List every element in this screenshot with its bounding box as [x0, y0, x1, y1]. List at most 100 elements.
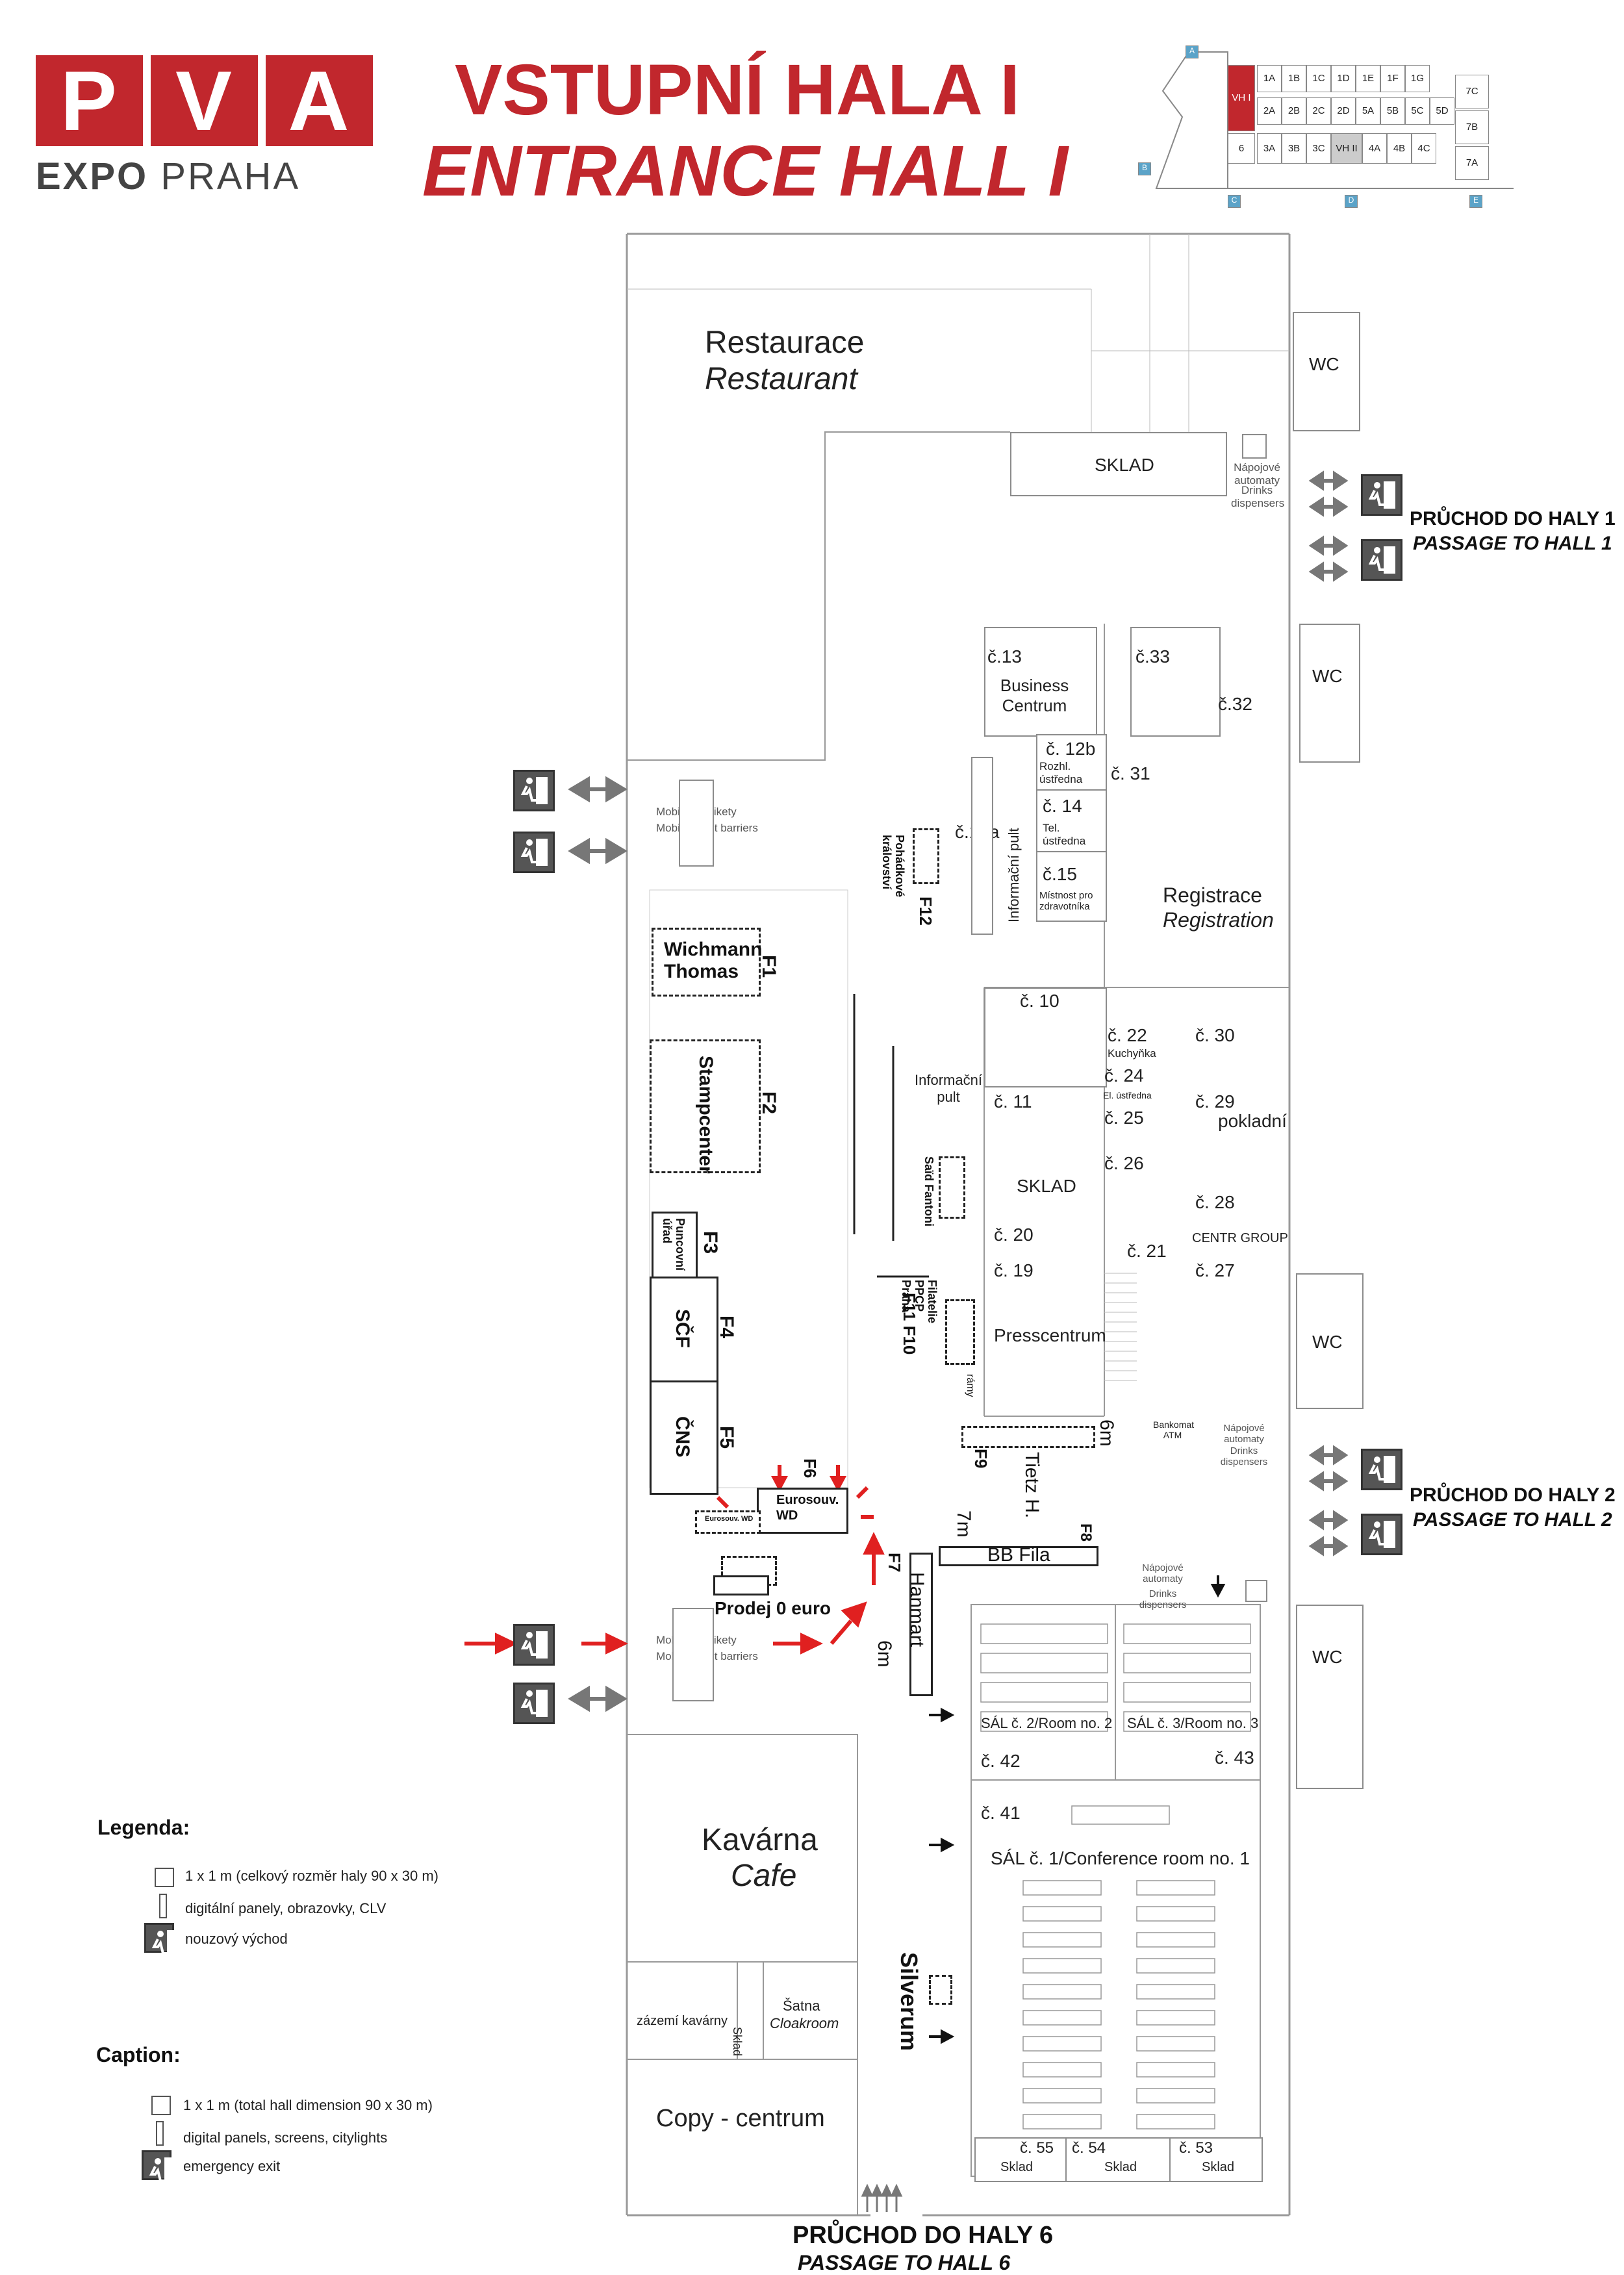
info-desk-mid-label: Informační pult	[915, 1072, 982, 1105]
booth-f5-label: F5	[716, 1426, 737, 1449]
legend-item: 1 x 1 m (celkový rozměr haly 90 x 30 m)	[185, 1868, 439, 1884]
drinks-label-en: Drinks dispensers	[1231, 484, 1285, 509]
storage-label-mid: SKLAD	[1017, 1176, 1076, 1196]
wc-label: WC	[1312, 1647, 1343, 1667]
passage-hall-1: PRŮCHOD DO HALY 1	[1410, 508, 1616, 529]
booth-f2-label: F2	[758, 1091, 780, 1115]
storage-small: Sklad	[1000, 2160, 1034, 2174]
business-centre-label: Business Centrum	[1000, 676, 1069, 715]
mini-cell: 5B	[1380, 97, 1405, 125]
press-centre-label: Presscentrum	[994, 1325, 1106, 1345]
drinks-dispenser	[1245, 1580, 1267, 1602]
room-15-number: č.15	[1043, 864, 1077, 884]
wc-room-3	[1296, 1273, 1364, 1409]
booth-hanmart	[909, 1553, 933, 1696]
medical-room-label: Místnost pro zdravotníka	[1039, 890, 1093, 912]
page-title-en: ENTRANCE HALL I	[422, 131, 1069, 211]
seating-rows	[980, 1623, 1251, 2129]
mini-cell: VH II	[1331, 133, 1362, 164]
legend-item: 1 x 1 m (total hall dimension 90 x 30 m)	[183, 2097, 433, 2113]
room-30-number: č. 30	[1195, 1025, 1235, 1045]
mini-cell: 4B	[1387, 133, 1412, 164]
emergency-exit-icon	[142, 2150, 176, 2185]
emergency-exit-icon	[513, 770, 555, 811]
room-25-number: č. 25	[1104, 1108, 1144, 1128]
booth-bbfila	[939, 1546, 1098, 1566]
centr-group-label: CENTR GROUP	[1192, 1231, 1288, 1245]
drinks-label-2: Nápojové automaty	[1223, 1423, 1265, 1445]
booth-puncovni-name: Puncovní úřad	[661, 1218, 687, 1271]
booth-f11-f10-label: F11 F10	[900, 1293, 919, 1355]
mini-cell: 5C	[1405, 97, 1430, 125]
room-14	[1036, 789, 1107, 854]
booth-tietz	[961, 1426, 1095, 1448]
drinks-label-3-en: Drinks dispensers	[1139, 1588, 1187, 1610]
mini-cell: 1C	[1306, 65, 1331, 92]
booth-bbfila-name: BB Fila	[987, 1544, 1050, 1566]
mini-gate: A	[1186, 45, 1199, 58]
booth-cns	[650, 1380, 718, 1495]
mini-gate: E	[1469, 195, 1482, 208]
room-24-number: č. 24	[1104, 1065, 1144, 1086]
booth-hanmart-name: Hanmart	[906, 1572, 928, 1647]
booth-puncovni	[652, 1212, 698, 1280]
booth-stampcenter	[650, 1039, 761, 1173]
room-28-number: č. 28	[1195, 1192, 1235, 1212]
room-32-number: č.32	[1218, 694, 1252, 714]
room-33-number: č.33	[1136, 646, 1170, 667]
booth-said	[939, 1156, 965, 1219]
room-entry-arrows	[929, 1575, 1226, 2044]
room-26-number: č. 26	[1104, 1153, 1144, 1173]
booth-f4-label: F4	[716, 1315, 737, 1339]
cafe-storage-label: Sklad	[731, 2027, 744, 2057]
page-title-cz: VSTUPNÍ HALA I	[455, 50, 1020, 130]
room-1-label: SÁL č. 1/Conference room no. 1	[991, 1848, 1250, 1868]
wc-room-1	[1293, 312, 1360, 431]
wc-label: WC	[1312, 1332, 1343, 1352]
mini-gate: C	[1228, 195, 1241, 208]
emergency-exit-icon	[144, 1923, 179, 1957]
booth-scf	[650, 1277, 718, 1384]
mini-cell: 1D	[1331, 65, 1356, 92]
booth-f3-label: F3	[700, 1231, 721, 1254]
passage-6-arrows	[861, 2183, 903, 2212]
passage-hall-6: PRŮCHOD DO HALY 6	[793, 2222, 1054, 2249]
room-3-label: SÁL č. 3/Room no. 3	[1127, 1715, 1259, 1731]
cafe-backroom-label: zázemí kavárny	[637, 2014, 728, 2028]
room-19-number: č. 19	[994, 1260, 1034, 1280]
room-31-number: č. 31	[1111, 763, 1150, 783]
room-13	[984, 627, 1097, 737]
phone-exchange-label: Tel. ústředna	[1043, 822, 1086, 847]
mini-cell: 1G	[1405, 65, 1430, 92]
legend-item: nouzový východ	[185, 1931, 288, 1947]
room-53-number: č. 53	[1179, 2139, 1213, 2157]
storage-small: Sklad	[1202, 2160, 1235, 2174]
logo-letter-v: V	[151, 55, 258, 146]
emergency-exit-icon	[1361, 474, 1402, 516]
restaurant-label: Restaurace	[705, 325, 865, 360]
pa-exchange-label: Rozhl. ústředna	[1039, 760, 1083, 785]
mini-cell: 2B	[1282, 97, 1306, 125]
mini-cell: 1A	[1257, 65, 1282, 92]
staircase	[1104, 1273, 1137, 1381]
booth-wichmann	[652, 928, 761, 997]
turnstile-unit	[679, 780, 714, 867]
booth-f9-label: F9	[971, 1449, 991, 1469]
frames-label: rámy	[965, 1374, 976, 1397]
mini-cell: 5D	[1430, 97, 1454, 125]
mini-cell: 7B	[1455, 110, 1489, 144]
legend-item: digitální panely, obrazovky, CLV	[185, 1900, 387, 1916]
booth-eurosouv-small	[695, 1510, 761, 1534]
room-12b	[1036, 734, 1107, 792]
passage-hall-2: PRŮCHOD DO HALY 2	[1410, 1484, 1616, 1506]
legend-item: emergency exit	[183, 2158, 281, 2174]
registration-label: Registrace	[1163, 883, 1262, 907]
cloakroom-label-en: Cloakroom	[770, 2015, 839, 2031]
mini-cell: 3B	[1282, 133, 1306, 164]
room-11-number: č. 11	[994, 1091, 1032, 1112]
mini-cell: 3A	[1257, 133, 1282, 164]
booth-said-name: Saïd Fantoni	[922, 1156, 935, 1226]
booth-f1-label: F1	[758, 955, 780, 978]
logo-subtitle: EXPO PRAHA	[36, 155, 301, 197]
